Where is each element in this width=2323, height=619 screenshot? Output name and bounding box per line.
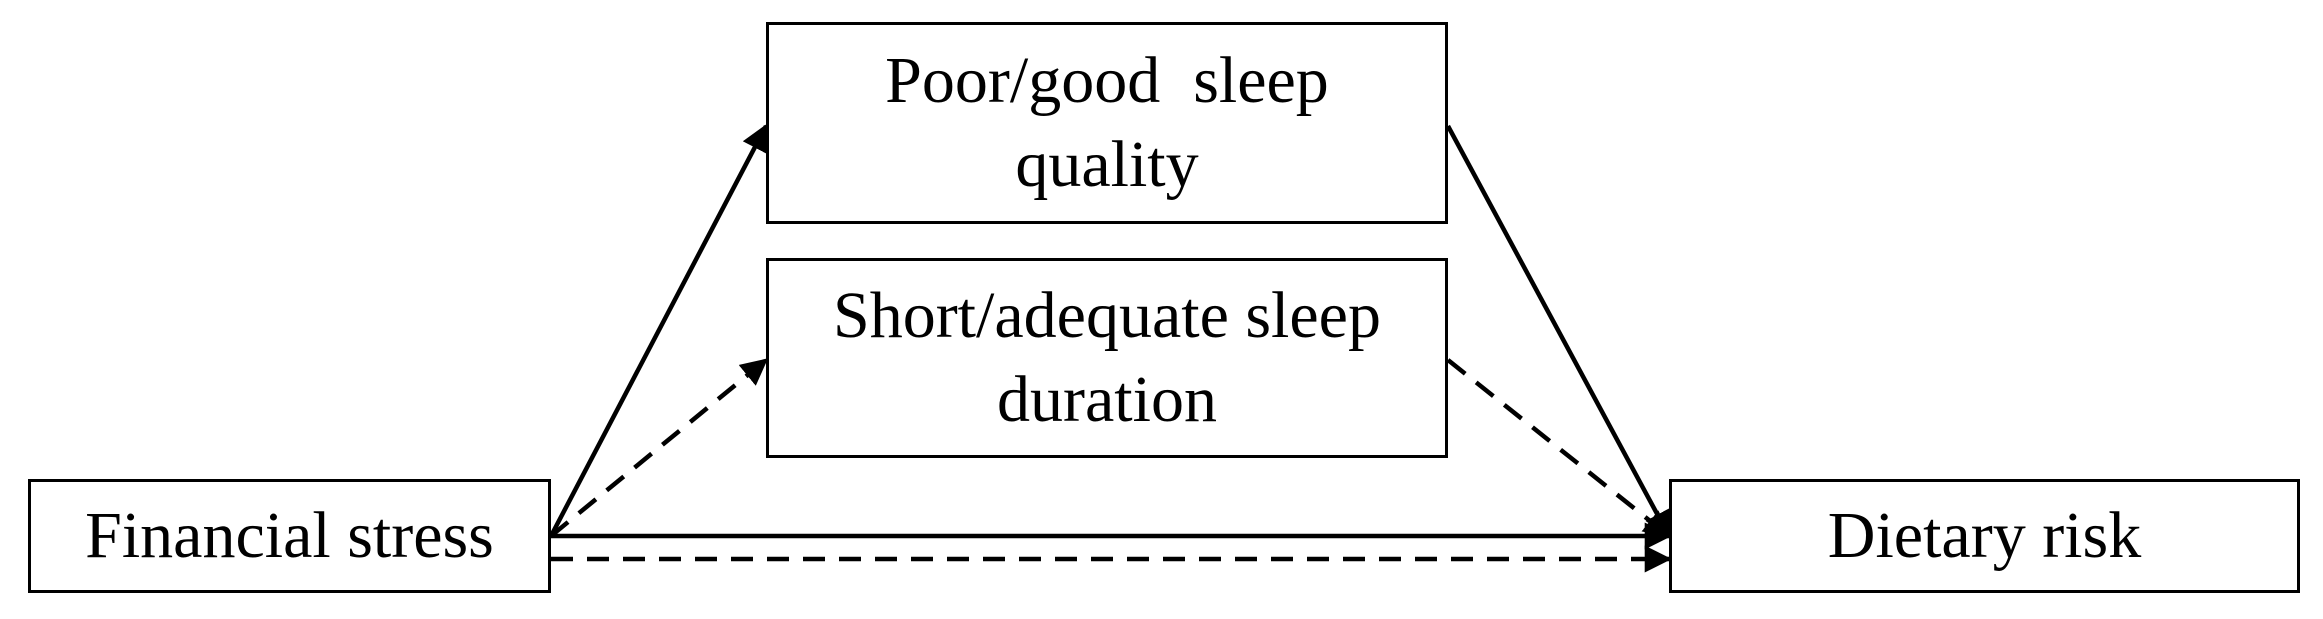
sleep-duration-label-line1: Short/adequate sleep [833,279,1381,353]
financial-stress-label: Financial stress [85,499,494,573]
node-sleep-duration: Short/adequate sleep duration [766,258,1448,458]
node-sleep-quality: Poor/good sleep quality [766,22,1448,224]
sleep-quality-label-line2: quality [1015,128,1199,201]
arrow-sleep-duration-to-dietary [1446,358,1672,538]
dietary-risk-label: Dietary risk [1827,499,2142,573]
sleep-quality-label-line1: Poor/good sleep [885,44,1329,118]
arrow-financial-to-sleep-quality [549,123,768,538]
node-dietary-risk: Dietary risk [1669,479,2300,593]
arrow-financial-to-sleep-duration [549,358,769,538]
sleep-duration-label-line2: duration [997,363,1217,436]
arrow-sleep-quality-to-dietary [1446,124,1671,539]
node-financial-stress: Financial stress [28,479,551,593]
